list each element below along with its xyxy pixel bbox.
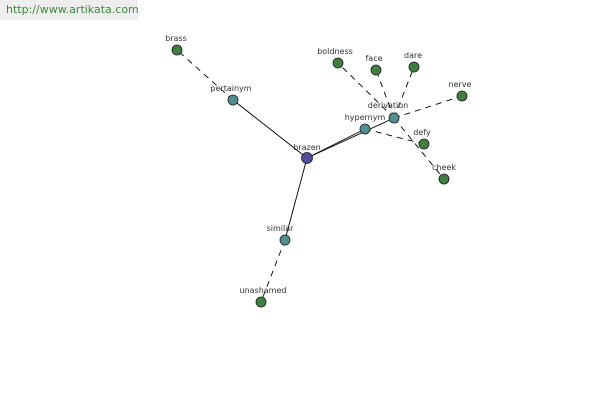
node-dot-brazen[interactable]: [301, 152, 313, 164]
node-dot-boldness[interactable]: [332, 57, 344, 69]
edge-brazen-similar: [284, 157, 308, 241]
node-dot-cheek[interactable]: [438, 173, 450, 185]
node-cheek[interactable]: cheek: [432, 163, 456, 185]
node-dot-pertainym[interactable]: [227, 94, 239, 106]
node-similar[interactable]: similar: [267, 224, 295, 246]
node-label-defy: defy: [413, 128, 431, 137]
node-label-cheek: cheek: [432, 163, 456, 172]
edge-derivation-cheek: [393, 117, 445, 180]
node-label-dare: dare: [404, 51, 422, 60]
node-dot-brass[interactable]: [171, 44, 183, 56]
node-label-nerve: nerve: [449, 80, 472, 89]
node-dot-dare[interactable]: [408, 61, 420, 73]
node-dot-nerve[interactable]: [456, 90, 468, 102]
node-unashamed[interactable]: unashamed: [240, 286, 287, 308]
node-hypernym[interactable]: hypernym: [345, 113, 386, 135]
edge-pertainym-brass: [176, 49, 234, 101]
node-dot-defy[interactable]: [418, 138, 430, 150]
node-label-pertainym: pertainym: [210, 84, 251, 93]
node-dare[interactable]: dare: [404, 51, 422, 73]
edge-derivation-face: [375, 69, 395, 119]
edge-similar-unashamed: [260, 239, 286, 303]
node-label-hypernym: hypernym: [345, 113, 386, 122]
graph-edges: [176, 49, 463, 303]
node-label-similar: similar: [267, 224, 295, 233]
node-label-brass: brass: [165, 34, 187, 43]
watermark-url: http://www.artikata.com: [0, 0, 139, 20]
node-face[interactable]: face: [365, 54, 383, 76]
node-nerve[interactable]: nerve: [449, 80, 472, 102]
node-label-boldness: boldness: [317, 47, 353, 56]
node-dot-hypernym[interactable]: [359, 123, 371, 135]
node-defy[interactable]: defy: [413, 128, 431, 150]
node-label-brazen: brazen: [293, 143, 320, 152]
node-label-unashamed: unashamed: [240, 286, 287, 295]
node-dot-derivation[interactable]: [388, 112, 400, 124]
node-derivation[interactable]: derivation: [368, 101, 408, 124]
node-brazen[interactable]: brazen: [293, 143, 321, 164]
edge-derivation-dare: [393, 66, 415, 119]
edge-derivation-boldness: [337, 62, 395, 119]
node-brass[interactable]: brass: [165, 34, 187, 56]
edge-derivation-nerve: [393, 95, 463, 119]
node-dot-face[interactable]: [370, 64, 382, 76]
edge-brazen-pertainym: [232, 99, 308, 159]
node-boldness[interactable]: boldness: [317, 47, 353, 69]
node-dot-unashamed[interactable]: [255, 296, 267, 308]
graph-nodes: brazen pertainym hypernym derivation similar…: [165, 34, 472, 308]
node-label-face: face: [365, 54, 382, 63]
node-label-derivation: derivation: [368, 101, 408, 110]
node-dot-similar[interactable]: [279, 234, 291, 246]
edge-brazen-derivation: [306, 117, 395, 159]
node-pertainym[interactable]: pertainym: [210, 84, 252, 106]
